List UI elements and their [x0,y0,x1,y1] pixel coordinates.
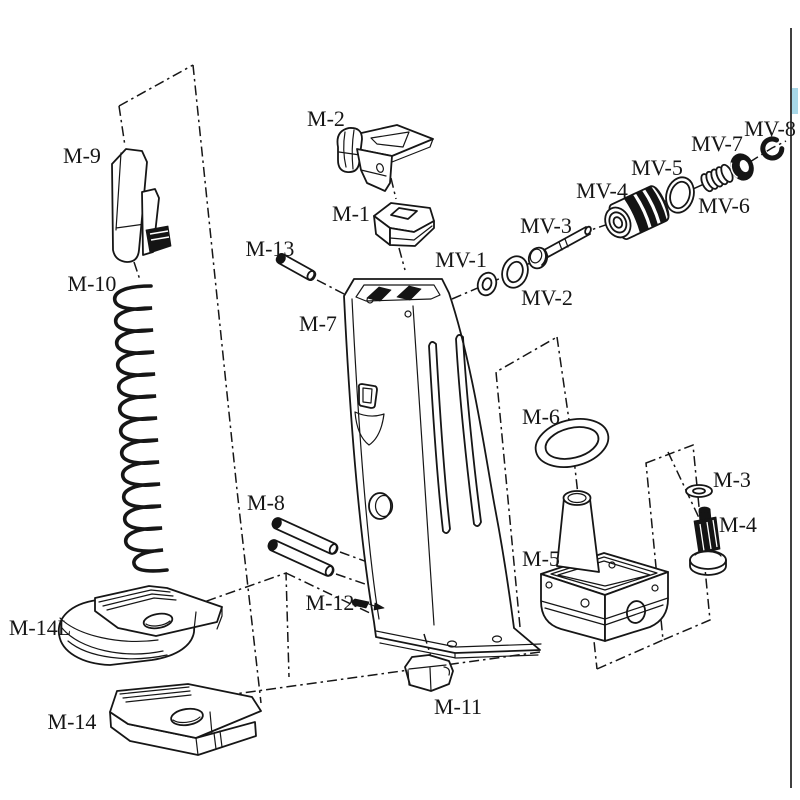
part-m4-valve [689,506,727,576]
part-m14-baseplate [109,683,262,756]
label-mv6: MV-6 [698,193,750,218]
label-m1: M-1 [332,201,370,226]
phantom-m5-m4-connector [596,639,664,670]
part-m7-magazine-body [343,278,542,659]
part-m13-pin [275,252,317,282]
part-mv5-oring [665,176,695,214]
part-mv8-eclip [760,136,785,161]
part-mv2-oring [501,255,529,289]
label-m2: M-2 [307,106,345,131]
phantom-m1-mag-axis [398,247,406,271]
label-m3: M-3 [713,467,751,492]
scan-tint-smudge [792,88,798,114]
label-mv2: MV-2 [521,285,573,310]
label-m10: M-10 [68,271,117,296]
scan-edge-artifacts [790,28,798,788]
label-m7: M-7 [299,311,337,336]
part-m10-spring [112,284,169,573]
label-m14l: M-14L [9,615,71,640]
label-mv4: MV-4 [576,178,628,203]
part-labels: M-2 M-1 M-13 M-7 M-9 M-10 MV-1 MV-2 MV-3… [9,106,796,734]
label-m14: M-14 [48,709,97,734]
part-m2 [336,124,434,192]
part-mv3-stem [527,225,592,270]
part-m1 [373,202,435,247]
part-mv6-spring [700,163,734,193]
phantom-m5-box [495,336,558,628]
part-m12-pin-arrow [351,598,385,611]
label-mv7: MV-7 [691,131,743,156]
label-m6: M-6 [522,404,560,429]
label-m11: M-11 [434,694,482,719]
phantom-m9-spring-connector [133,261,141,281]
label-mv5: MV-5 [631,155,683,180]
phantom-mag-m11-connector [423,633,432,658]
part-m3-washer [685,484,713,498]
part-m14l-basepad [58,585,223,666]
label-mv3: MV-3 [520,213,572,238]
part-m9 [111,148,172,263]
phantom-m3-m4-axis [667,451,701,521]
label-m4: M-4 [719,512,757,537]
part-m5-base [540,490,669,642]
label-mv1: MV-1 [435,247,487,272]
phantom-lower-diag-b [212,651,541,698]
label-m13: M-13 [246,236,295,261]
part-mv1-oring [476,271,498,297]
label-m5: M-5 [522,546,560,571]
part-m11 [404,654,454,692]
part-m8-pins [267,517,339,577]
part-mv7-seal [730,153,754,181]
label-m12: M-12 [306,590,355,615]
label-mv8: MV-8 [744,116,796,141]
phantom-m9-connector [118,105,126,147]
label-m9: M-9 [63,143,101,168]
label-m8: M-8 [247,490,285,515]
phantom-lower-diag-a [285,572,375,616]
phantom-m13-leader [316,279,349,297]
phantom-box-left-top [118,64,194,107]
phantom-m2-m1-axis [390,177,397,200]
part-m6-oring [534,418,610,468]
part-mv4-piston [604,185,670,241]
